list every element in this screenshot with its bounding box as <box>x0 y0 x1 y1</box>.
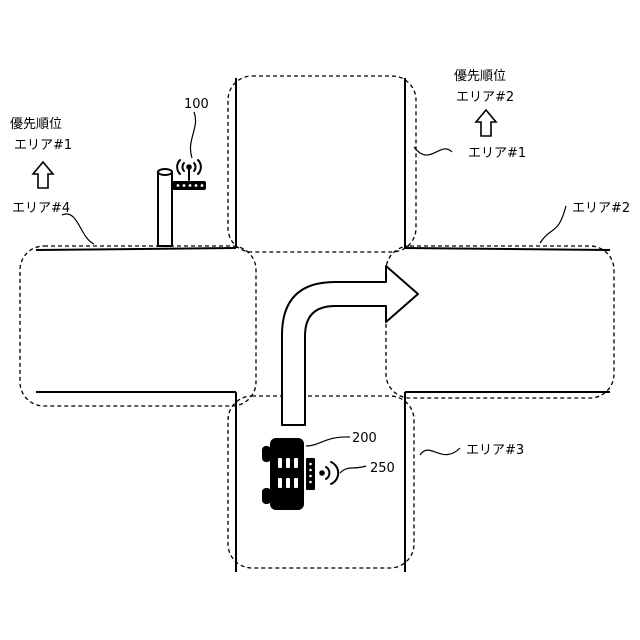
roadside-pole <box>158 172 172 246</box>
area2-priority-label: エリア#2 <box>456 90 514 105</box>
area2-label-right: エリア#2 <box>572 201 630 216</box>
turn-arrow <box>282 266 418 425</box>
priority-arrow-left <box>33 162 53 188</box>
roadside-unit <box>158 160 206 246</box>
area-north-region <box>228 76 416 252</box>
area-south-region <box>228 396 414 568</box>
priority-title-left: 優先順位 <box>10 117 62 132</box>
area4-label: エリア#4 <box>12 201 70 216</box>
vehicle-body <box>270 438 304 510</box>
ref-250-label: 250 <box>370 461 395 476</box>
roadside-pole-top <box>158 169 172 175</box>
area1-label-right: エリア#1 <box>468 146 526 161</box>
vehicle-signal-icon <box>320 462 338 484</box>
vehicle-icon <box>262 438 338 510</box>
ref-200-label: 200 <box>352 431 377 446</box>
leader-200 <box>306 437 350 446</box>
area3-label: エリア#3 <box>466 443 524 458</box>
vehicle-wheel-rl <box>262 488 271 504</box>
priority-title-right: 優先順位 <box>454 69 506 84</box>
leader-area3 <box>420 448 460 455</box>
area1-label-upper: エリア#1 <box>14 138 72 153</box>
wifi-signal-icon <box>177 160 201 180</box>
area-west-region <box>20 246 256 406</box>
ref-100-label: 100 <box>184 97 209 112</box>
leader-area2-right <box>540 206 566 243</box>
vehicle-wheel-fl <box>262 446 271 462</box>
road-edge-east-top <box>405 248 610 250</box>
leader-250 <box>340 466 366 473</box>
leader-area1-right <box>414 147 452 155</box>
leader-area4 <box>62 214 94 244</box>
leader-100 <box>190 112 195 158</box>
priority-arrow-right <box>476 110 496 136</box>
road-edge-west-top <box>36 248 236 250</box>
area-east-region <box>386 246 614 398</box>
